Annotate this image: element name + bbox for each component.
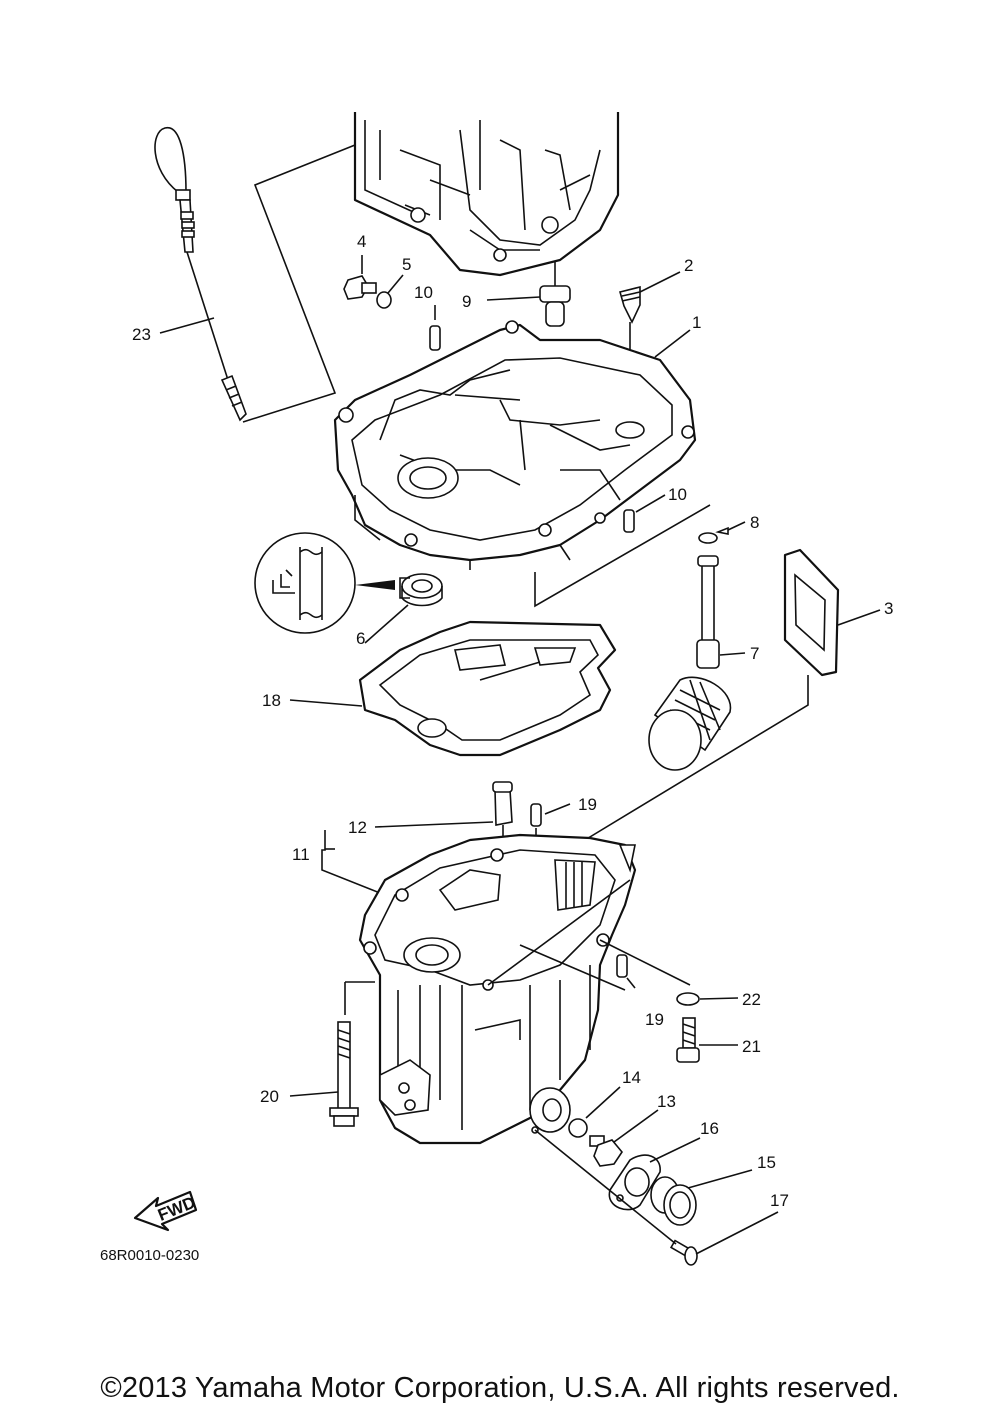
bolt-21 [676,1017,700,1063]
callout-8: 8 [750,513,759,532]
leader-block-to-23 [242,144,356,423]
lower-casing-11 [358,833,637,1145]
engine-block-upper [353,112,620,277]
callout-21: 21 [742,1037,761,1056]
fwd-arrow-icon: FWD [133,1190,198,1232]
callout-4: 4 [357,232,366,251]
plate-3 [783,548,840,677]
drain-bolt-13 [589,1135,623,1167]
callout-13: 13 [657,1092,676,1111]
o-ring-5 [376,291,392,309]
clip-8 [698,526,729,544]
fwd-label: FWD [155,1193,198,1225]
oil-strainer-7 [648,555,732,771]
pin-10-upper [429,325,441,351]
washer-22 [676,992,700,1006]
callout-15: 15 [757,1153,776,1172]
cover-15 [650,1176,697,1226]
callout-22: 22 [742,990,761,1009]
cap-2 [619,285,641,324]
upper-casing-1 [333,320,697,570]
callout-11: 11 [292,845,310,864]
callout-9: 9 [462,292,471,311]
callout-19b: 19 [645,1010,664,1029]
bolt-20 [329,1021,359,1127]
pin-19-upper [530,803,542,827]
copyright-notice: ©2013 Yamaha Motor Corporation, U.S.A. A… [100,1372,900,1404]
screw-17 [669,1239,698,1266]
plate-16 [608,1154,661,1211]
oil-seal-6 [401,573,443,607]
callout-16: 16 [700,1119,719,1138]
callout-10b: 10 [668,485,687,504]
callout-17: 17 [770,1191,789,1210]
gasket-14 [568,1118,588,1138]
callout-5: 5 [402,255,411,274]
fitting-9 [539,262,571,327]
callout-3: 3 [884,599,893,618]
callout-2: 2 [684,256,693,275]
callout-23: 23 [132,325,151,344]
diagram-code: 68R0010-0230 [100,1247,199,1264]
callout-7: 7 [750,644,759,663]
callout-6: 6 [356,629,365,648]
pin-19-lower [616,954,628,978]
gasket-18 [358,620,617,757]
callout-18: 18 [262,691,281,710]
pin-10-lower [623,509,635,533]
callout-20: 20 [260,1087,279,1106]
callout-12: 12 [348,818,367,837]
callout-10a: 10 [414,283,433,302]
dipstick-23 [154,127,247,422]
callout-14: 14 [622,1068,641,1087]
seal-detail-inset [254,532,395,634]
bolt-4 [343,275,377,300]
callout-19a: 19 [578,795,597,814]
callout-1: 1 [692,313,701,332]
